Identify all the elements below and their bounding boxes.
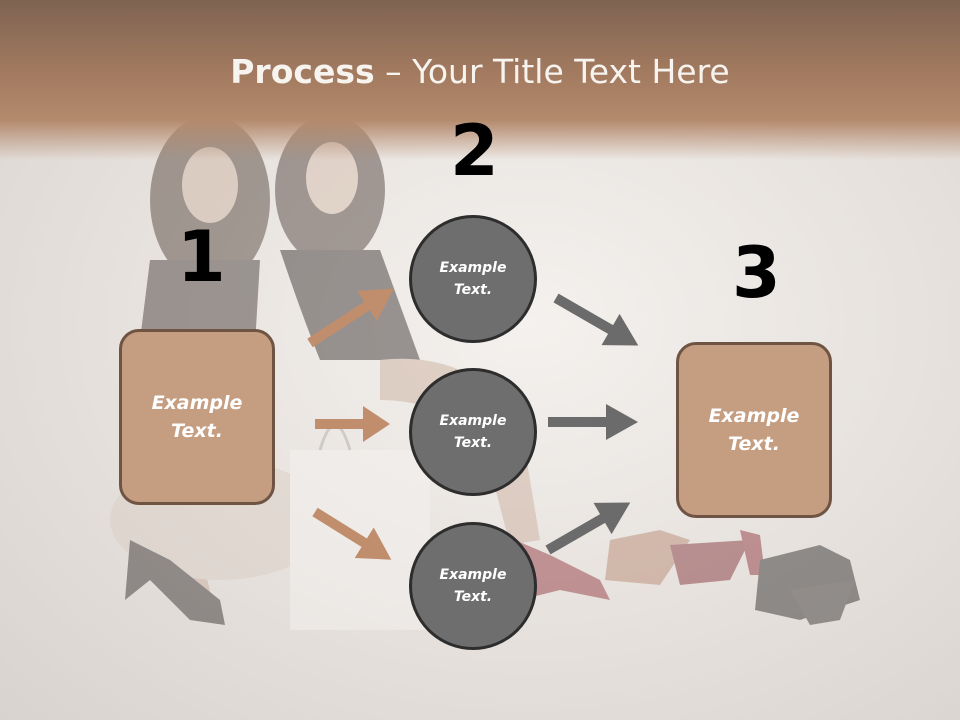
step-number-3: 3 bbox=[732, 232, 781, 314]
left-box-line2: Text. bbox=[171, 420, 223, 442]
arrow-to-circle-1 bbox=[307, 288, 394, 348]
step-number-1: 1 bbox=[177, 216, 226, 298]
title-bold: Process bbox=[230, 52, 375, 91]
circle-3-line1: Example bbox=[439, 566, 507, 583]
step-number-2: 2 bbox=[450, 110, 499, 192]
arrow-from-circle-3 bbox=[545, 502, 631, 555]
slide-title: Process – Your Title Text Here bbox=[0, 52, 960, 91]
left-box-line1: Example bbox=[151, 391, 243, 414]
circle-2-line1: Example bbox=[439, 412, 507, 429]
circle-3-line2: Text. bbox=[453, 589, 493, 605]
right-box-line2: Text. bbox=[728, 433, 780, 455]
arrow-to-circle-3 bbox=[312, 507, 392, 560]
arrow-from-circle-1 bbox=[553, 293, 639, 346]
arrow-to-circle-2 bbox=[315, 406, 390, 442]
title-rest: – Your Title Text Here bbox=[374, 52, 730, 91]
right-box-line1: Example bbox=[708, 404, 800, 427]
header-band bbox=[0, 0, 960, 160]
arrow-from-circle-2 bbox=[548, 404, 638, 440]
circle-1-line2: Text. bbox=[453, 282, 493, 298]
circle-1-line1: Example bbox=[439, 259, 507, 276]
circle-2-line2: Text. bbox=[453, 435, 493, 451]
